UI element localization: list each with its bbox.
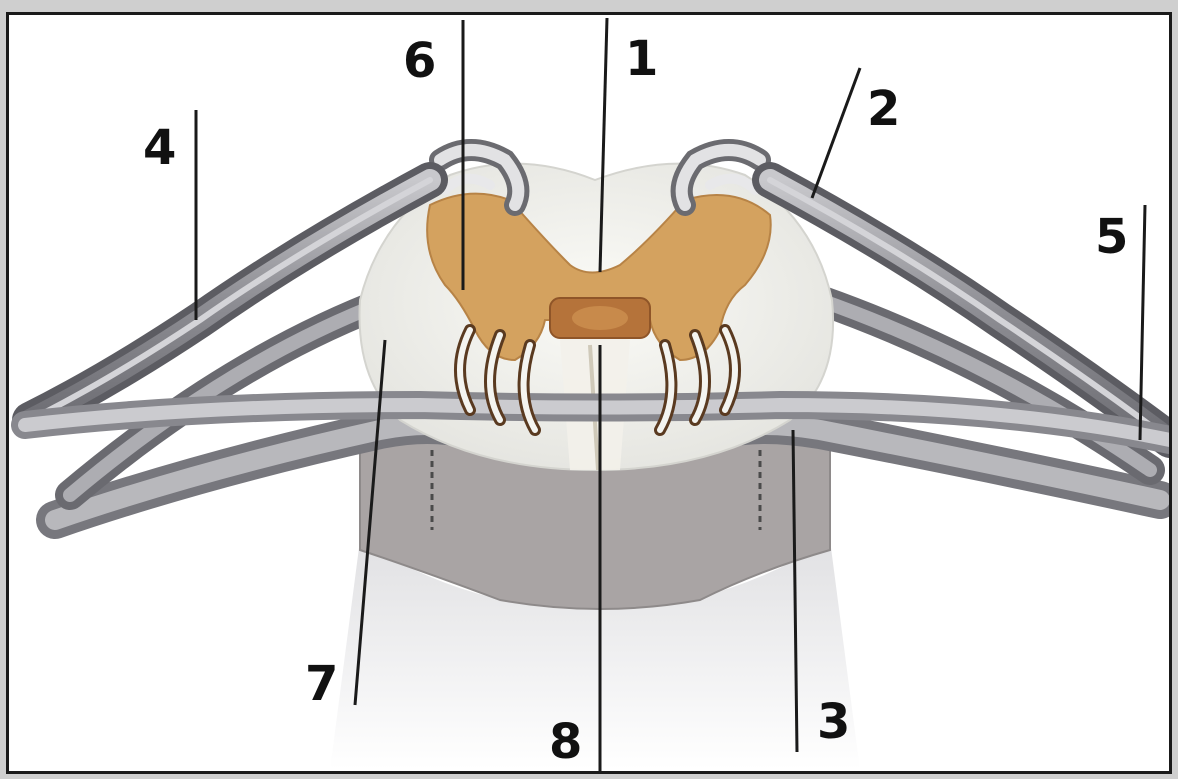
label-3: 3 bbox=[817, 698, 850, 746]
figure-frame: 1 2 3 4 5 6 7 8 bbox=[6, 12, 1172, 774]
label-4: 4 bbox=[143, 124, 176, 172]
leader-line-2 bbox=[812, 68, 860, 198]
spinal-cord-cross-section bbox=[6, 12, 1172, 774]
label-7: 7 bbox=[305, 660, 338, 708]
label-1: 1 bbox=[625, 35, 658, 83]
label-5: 5 bbox=[1095, 213, 1128, 261]
label-2: 2 bbox=[867, 85, 900, 133]
label-8: 8 bbox=[549, 718, 582, 766]
label-6: 6 bbox=[403, 37, 436, 85]
